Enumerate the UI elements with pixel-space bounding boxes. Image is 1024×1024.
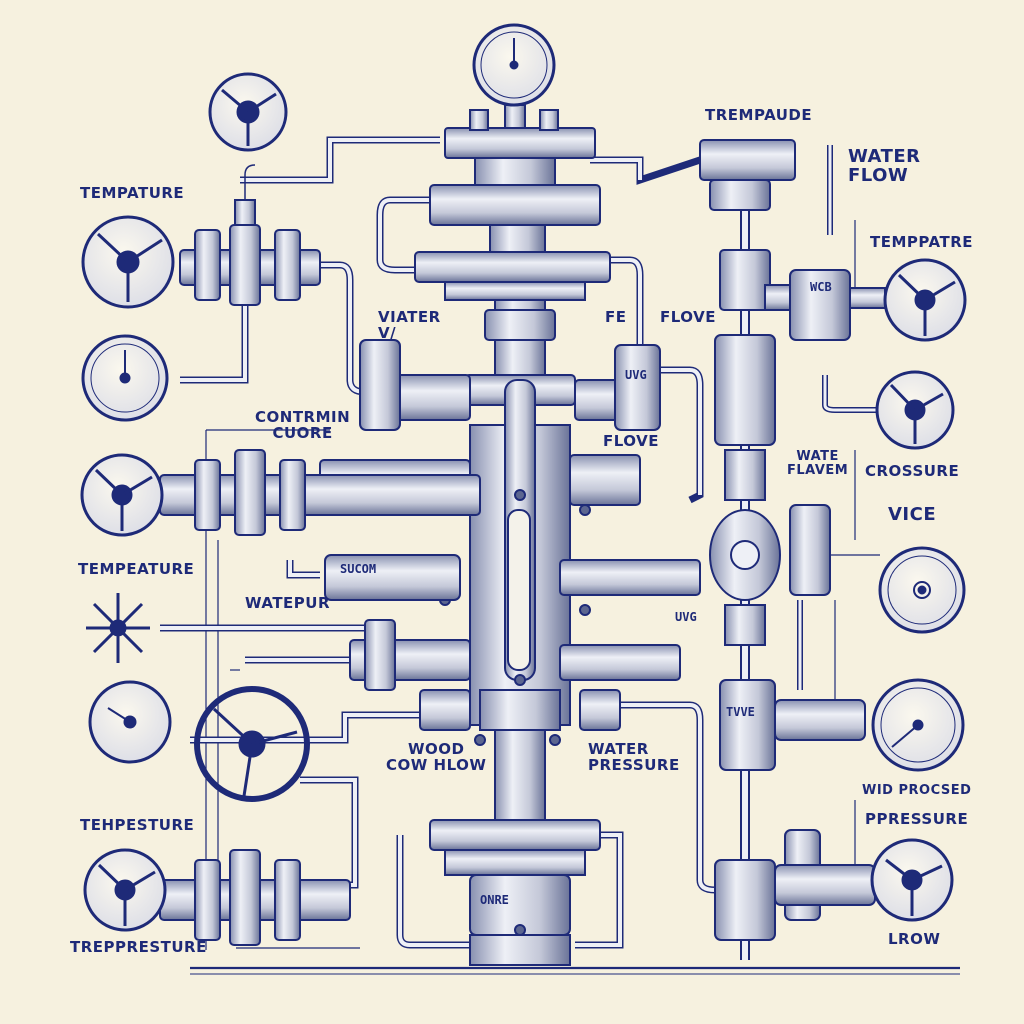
label-contramin-cuore: CONTRMIN CUORE <box>255 408 351 442</box>
label-temperature-2: TEMPEATURE <box>78 560 195 578</box>
label-wood-cow-hlow: WOOD COW HLOW <box>386 740 487 774</box>
label-lrow: LROW <box>888 930 941 948</box>
handwheel-icon <box>208 72 288 152</box>
label-flove-2: FLOVE <box>603 432 659 450</box>
tag-wcb: WCB <box>810 280 832 294</box>
right-column <box>699 139 886 941</box>
label-wate-flavem: WATE FLAVEM <box>787 449 849 478</box>
label-temperature-4: TREPPRESTURE <box>70 938 207 956</box>
label-vice: VICE <box>888 504 937 525</box>
handwheel-icon <box>883 258 967 342</box>
handwheels <box>80 72 967 932</box>
gauge-icon <box>878 546 966 634</box>
label-ppressure: PPRESSURE <box>865 810 969 828</box>
label-wid-procsed: WID PROCSED <box>862 783 972 798</box>
tag-onre: ONRE <box>480 893 509 907</box>
handwheel-icon <box>870 838 954 922</box>
label-temperature-3: TEHPESTURE <box>80 816 195 834</box>
top-pressure-gauge <box>472 23 556 107</box>
label-water-v: VIATER V/ <box>378 308 441 342</box>
label-flove-1: FLOVE <box>660 308 716 326</box>
tag-uvg-2: UVG <box>675 610 697 624</box>
handwheel-icon <box>875 370 955 450</box>
handwheel-icon <box>81 215 175 309</box>
large-handwheel-icon <box>194 686 310 802</box>
label-water-pressure: WATER PRESSURE <box>588 740 680 774</box>
tag-tvve: TVVE <box>726 705 755 719</box>
gauge-icon <box>81 334 169 422</box>
gauge-icon <box>871 678 965 772</box>
left-assemblies <box>159 199 661 946</box>
label-temperature-1: TEMPATURE <box>80 184 185 202</box>
label-watepur: WATEPUR <box>245 594 331 612</box>
label-top-right-title: TREMPAUDE <box>705 106 813 124</box>
label-fe: FE <box>605 308 627 326</box>
tag-uvg-1: UVG <box>625 368 647 382</box>
label-water-flow: WATER FLOW <box>848 146 921 186</box>
label-crossure: CROSSURE <box>865 462 960 480</box>
handwheel-icon <box>83 848 167 932</box>
tag-sucom: SUCOM <box>340 562 377 576</box>
label-tempatre: TEMPPATRE <box>870 233 973 251</box>
spoked-wheel-icon <box>86 593 150 663</box>
gauge-icon <box>88 680 172 764</box>
handwheel-icon <box>80 453 164 537</box>
